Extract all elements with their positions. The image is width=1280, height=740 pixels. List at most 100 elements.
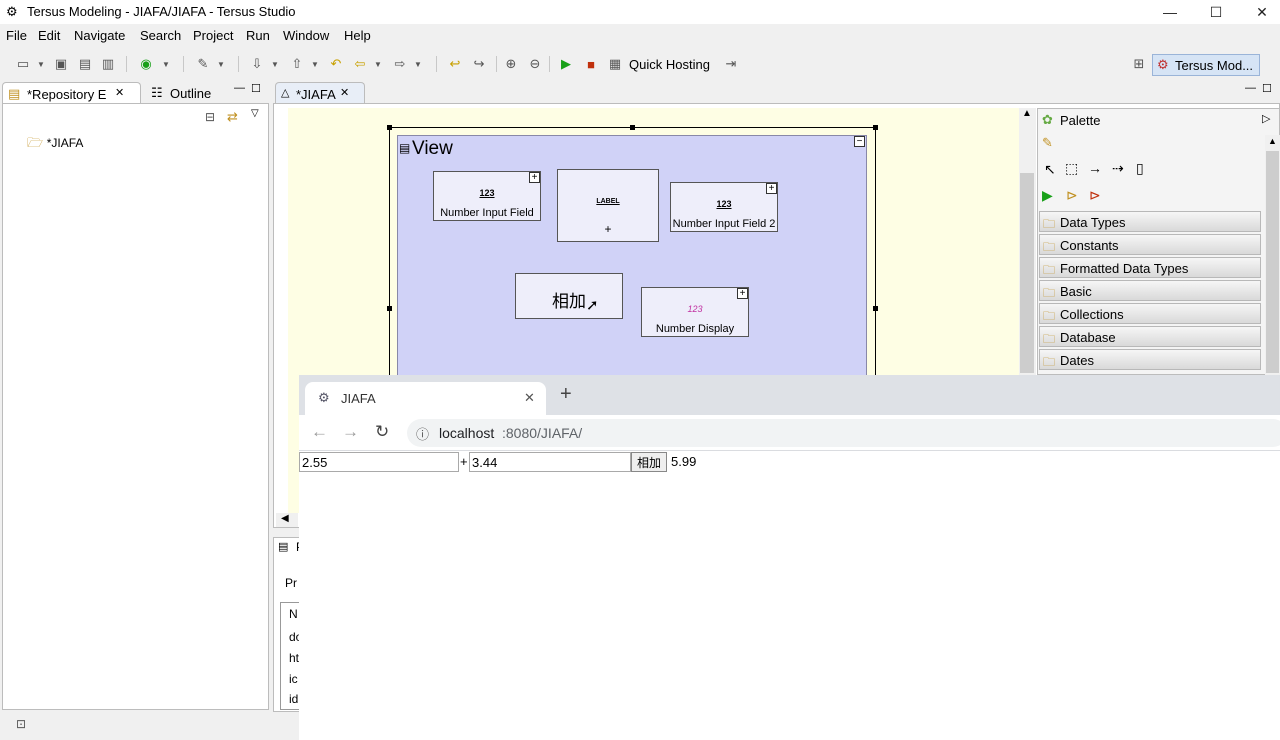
new-dropdown-icon[interactable]: ▼ — [37, 59, 45, 69]
minimize-editor-icon[interactable]: — — [1245, 82, 1256, 94]
menu-file[interactable]: File — [6, 28, 27, 43]
fast-view-icon[interactable]: ⊡ — [16, 717, 27, 731]
maximize-button[interactable]: ☐ — [1209, 3, 1223, 20]
close-button[interactable]: ✕ — [1256, 3, 1268, 20]
tool-icon[interactable]: ✎ — [197, 56, 209, 71]
tab-outline[interactable]: ☷ Outline — [148, 82, 268, 104]
scroll-left-icon[interactable]: ◀ — [281, 513, 289, 524]
open-perspective-icon[interactable]: ⊞ — [1133, 56, 1145, 71]
maximize-left-panel-icon[interactable]: ☐ — [251, 83, 261, 95]
palette-drawer-formatted-data-types[interactable]: 🗀Formatted Data Types — [1039, 257, 1261, 278]
forward-dropdown-icon[interactable]: ▼ — [414, 59, 422, 69]
menu-navigate[interactable]: Navigate — [74, 28, 126, 43]
quick-hosting-button[interactable]: Quick Hosting — [629, 57, 710, 72]
back-icon[interactable]: ⇦ — [354, 56, 366, 71]
note-tool-icon[interactable]: ▯ — [1136, 160, 1144, 176]
menu-window[interactable]: Window — [283, 28, 330, 43]
palette-scroll-thumb[interactable] — [1266, 151, 1279, 373]
close-repository-tab-icon[interactable]: ✕ — [115, 87, 125, 99]
add-button-element[interactable]: 相加 ➚ — [515, 273, 623, 319]
marquee-tool-icon[interactable]: ⬚ — [1065, 160, 1079, 176]
menu-help[interactable]: Help — [344, 28, 371, 43]
prev-annotation-icon[interactable]: ⇧ — [291, 56, 303, 71]
zoom-in-icon[interactable]: ⊕ — [505, 56, 517, 71]
stop-icon[interactable]: ■ — [587, 56, 595, 72]
palette-drawer-constants[interactable]: 🗀Constants — [1039, 234, 1261, 255]
error-exit-tool-icon[interactable]: ⊳ — [1089, 187, 1101, 203]
palette-drawer-data-types[interactable]: 🗀Data Types — [1039, 211, 1261, 232]
minimize-button[interactable]: — — [1163, 4, 1177, 20]
palette-scrollbar[interactable]: ▲ — [1265, 135, 1280, 375]
prev-annotation-dropdown-icon[interactable]: ▼ — [311, 59, 319, 69]
minimize-left-panel-icon[interactable]: — — [234, 82, 245, 94]
print-icon[interactable]: ▥ — [101, 56, 115, 71]
trigger-tool-icon[interactable]: ▶ — [1042, 187, 1053, 203]
flow-tool-icon[interactable]: → — [1088, 160, 1102, 176]
redo-icon[interactable]: ↪ — [473, 56, 485, 71]
hosting-icon[interactable]: ▦ — [608, 56, 622, 71]
menu-project[interactable]: Project — [193, 28, 234, 43]
run-config-dropdown-icon[interactable]: ▼ — [162, 59, 170, 69]
number-input-a[interactable] — [299, 452, 459, 472]
close-browser-tab-icon[interactable]: ✕ — [524, 390, 535, 405]
run-config-icon[interactable]: ◉ — [140, 56, 152, 71]
add-button[interactable]: 相加 — [631, 452, 668, 472]
reload-icon[interactable]: ↻ — [375, 422, 390, 441]
expand-number-input-icon[interactable]: + — [529, 172, 540, 183]
view-collapse-icon[interactable]: − — [854, 136, 865, 147]
vertical-scroll-thumb[interactable] — [1020, 173, 1034, 373]
browser-tab-jiafa[interactable]: ⚙ JIAFA ✕ — [305, 382, 546, 415]
zoom-out-icon[interactable]: ⊖ — [529, 56, 541, 71]
palette-drawer-basic[interactable]: 🗀Basic — [1039, 280, 1261, 301]
tool-dropdown-icon[interactable]: ▼ — [217, 59, 225, 69]
forward-icon[interactable]: ⇨ — [394, 56, 406, 71]
menu-search[interactable]: Search — [140, 28, 182, 43]
site-info-icon[interactable]: ⓘ — [416, 427, 430, 442]
next-annotation-icon[interactable]: ⇩ — [251, 56, 263, 71]
label-add-icon[interactable]: + — [604, 222, 612, 236]
save-all-icon[interactable]: ▤ — [78, 56, 92, 71]
canvas-vertical-scrollbar[interactable]: ▲ — [1019, 108, 1036, 375]
tab-editor-jiafa[interactable]: △ *JIAFA ✕ — [275, 82, 365, 104]
palette-scroll-up-icon[interactable]: ▲ — [1268, 136, 1277, 146]
back-arrow-icon[interactable]: ← — [311, 422, 328, 441]
palette-hide-icon[interactable]: ▷ — [1262, 113, 1271, 125]
select-tool-icon[interactable]: ↖ — [1044, 161, 1056, 177]
new-icon[interactable]: ▭ — [16, 56, 30, 71]
canvas-horizontal-scrollbar[interactable]: ◀ — [276, 513, 298, 527]
link-editor-icon[interactable]: ⇄ — [227, 109, 238, 124]
palette-drawer-collections[interactable]: 🗀Collections — [1039, 303, 1261, 324]
menu-run[interactable]: Run — [246, 28, 270, 43]
collapse-all-icon[interactable]: ⊟ — [205, 110, 216, 124]
expand-number-display-icon[interactable]: + — [737, 288, 748, 299]
palette-tool-icon[interactable]: ✎ — [1042, 135, 1053, 150]
exit-icon[interactable]: ⇥ — [725, 56, 737, 71]
next-annotation-dropdown-icon[interactable]: ▼ — [271, 59, 279, 69]
palette-drawer-dates[interactable]: 🗀Dates — [1039, 349, 1261, 370]
save-icon[interactable]: ▣ — [54, 56, 68, 71]
address-bar[interactable]: ⓘ localhost :8080/JIAFA/ — [407, 419, 1280, 447]
number-input-field-element[interactable]: 123 Number Input Field + — [433, 171, 541, 221]
property-row[interactable]: ht — [289, 651, 300, 665]
dashed-flow-tool-icon[interactable]: ⇢ — [1112, 160, 1124, 176]
tree-item-jiafa[interactable]: 🗁 *JIAFA — [27, 134, 83, 156]
perspective-tersus-modeling[interactable]: ⚙ Tersus Mod... — [1152, 54, 1260, 76]
property-row[interactable]: ic — [289, 672, 298, 686]
number-input-b[interactable] — [469, 452, 631, 472]
view-menu-icon[interactable]: ▽ — [251, 108, 259, 119]
forward-arrow-icon[interactable]: → — [342, 422, 359, 441]
expand-number-input-2-icon[interactable]: + — [766, 183, 777, 194]
label-element[interactable]: LABEL + — [557, 169, 659, 242]
close-editor-tab-icon[interactable]: ✕ — [340, 87, 350, 99]
number-input-field-2-element[interactable]: 123 Number Input Field 2 + — [670, 182, 778, 232]
tab-repository-explorer[interactable]: ▤ *Repository E ✕ — [2, 82, 141, 104]
number-display-element[interactable]: 123 Number Display + — [641, 287, 749, 337]
run-icon[interactable]: ▶ — [561, 56, 571, 71]
property-row[interactable]: N — [289, 607, 298, 621]
palette-drawer-database[interactable]: 🗀Database — [1039, 326, 1261, 347]
property-row[interactable]: id — [289, 692, 299, 706]
view-element[interactable]: ▤ View − 123 Number Input Field + LABEL … — [397, 135, 867, 385]
menu-edit[interactable]: Edit — [38, 28, 61, 43]
scroll-up-icon[interactable]: ▲ — [1022, 108, 1032, 119]
undo-icon[interactable]: ↩ — [449, 56, 461, 71]
